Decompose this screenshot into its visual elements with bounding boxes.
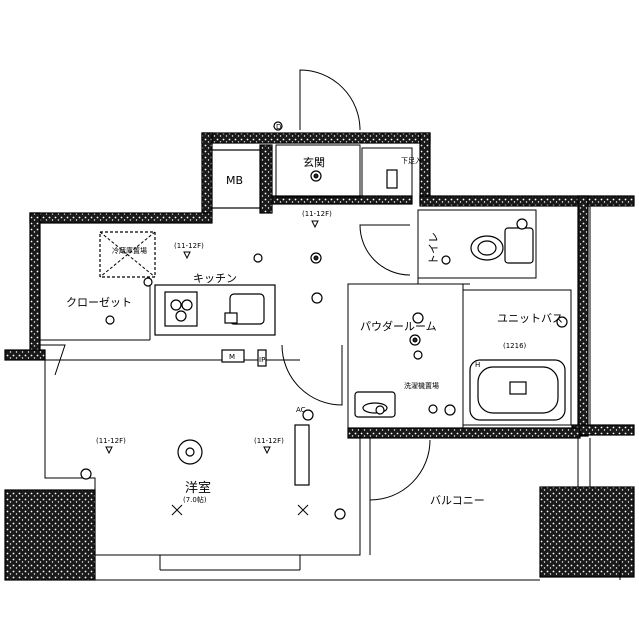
room-labels: MB 玄関 下足入 トイレ キッチン 冷蔵庫置場 クローゼット パウダールーム … bbox=[66, 155, 563, 507]
light-range-label: (11-12F) bbox=[302, 210, 332, 218]
downlight-icon bbox=[105, 220, 319, 455]
room-label-powder: パウダールーム bbox=[360, 319, 437, 333]
room-label-unit-bath: ユニットバス bbox=[497, 312, 563, 325]
light-fixture-icon bbox=[105, 170, 424, 465]
room-label-closet: クローゼット bbox=[66, 296, 132, 309]
outer-walls bbox=[4, 132, 635, 581]
toilet-icon bbox=[470, 227, 534, 264]
door-swing-icon bbox=[40, 69, 431, 501]
annotation-labels: (11-12F) (11-12F) (11-12F) (11-12F) M AC… bbox=[96, 123, 480, 445]
room-label-laundry: 洗濯機置場 bbox=[404, 381, 439, 390]
light-range-label: (11-12F) bbox=[96, 437, 126, 445]
room-label-western: 洋室 bbox=[185, 480, 211, 496]
room-label-kitchen: キッチン bbox=[193, 272, 237, 285]
stove-icon bbox=[164, 291, 265, 327]
ac-label: AC bbox=[296, 406, 306, 414]
room-label-entrance: 玄関 bbox=[303, 155, 325, 169]
room-label-shoe-storage: 下足入 bbox=[401, 157, 422, 165]
light-range-label: (11-12F) bbox=[254, 437, 284, 445]
ip-label: IP bbox=[259, 356, 265, 364]
room-label-bath-size: (1216) bbox=[503, 342, 527, 350]
room-label-fridge: 冷蔵庫置場 bbox=[112, 246, 147, 255]
room-label-mb: MB bbox=[226, 174, 243, 187]
circle-d-label: D bbox=[276, 123, 281, 131]
outlet-icon bbox=[80, 121, 568, 520]
bathtub-icon bbox=[469, 359, 566, 421]
room-label-balcony: バルコニー bbox=[430, 494, 485, 507]
sink-icon bbox=[354, 391, 396, 418]
room-label-western-size: (7.0帖) bbox=[183, 495, 207, 504]
room-label-toilet: トイレ bbox=[427, 232, 440, 265]
circle-h-label: H bbox=[475, 361, 480, 369]
box-m-label: M bbox=[229, 353, 235, 361]
light-range-label: (11-12F) bbox=[174, 242, 204, 250]
